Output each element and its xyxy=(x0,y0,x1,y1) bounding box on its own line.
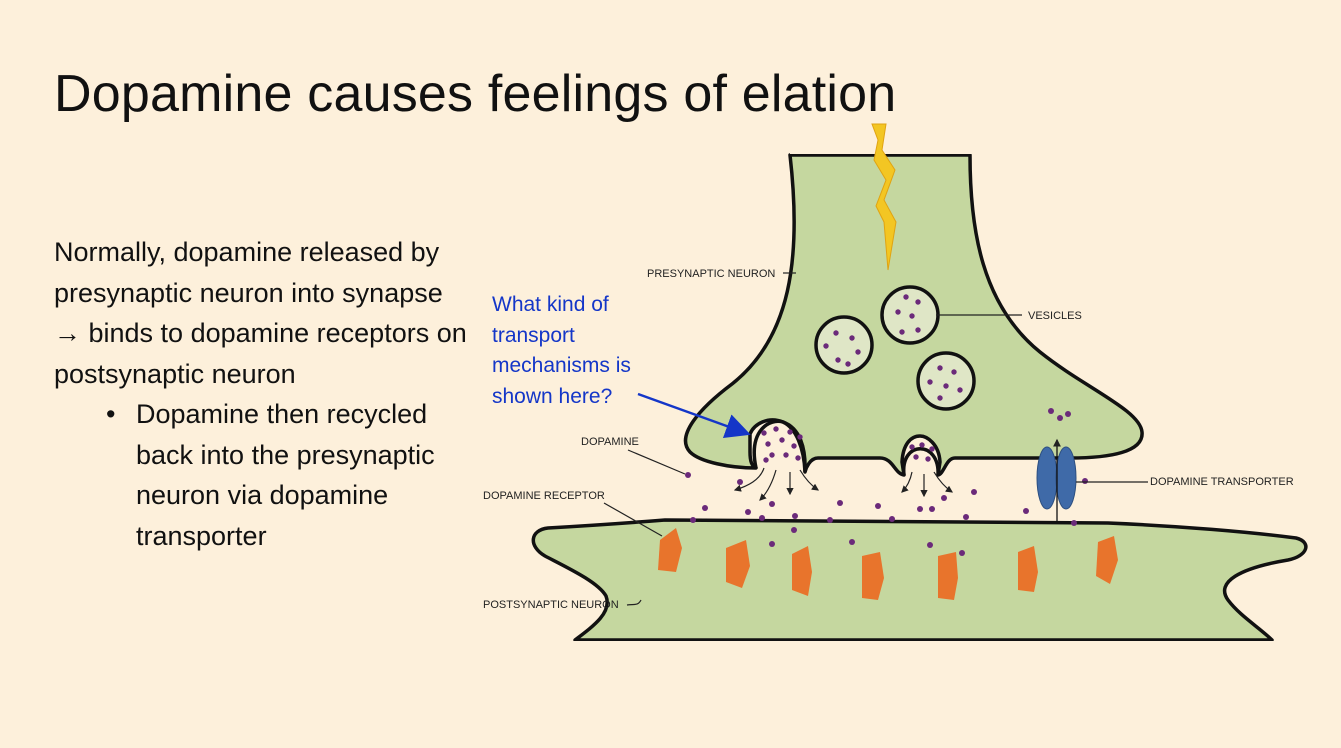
postsynaptic-neuron xyxy=(531,518,1308,642)
dopamine-transporter xyxy=(1036,446,1077,510)
dopamine-receptors xyxy=(658,528,1118,600)
lightning-icon xyxy=(871,123,897,271)
label-dopamine-transporter: DOPAMINE TRANSPORTER xyxy=(1150,476,1294,488)
body-text: Normally, dopamine released by presynapt… xyxy=(54,232,474,556)
question-text: What kind of transport mechanisms is sho… xyxy=(492,293,631,408)
main-paragraph: Normally, dopamine released by presynapt… xyxy=(54,237,467,389)
label-dopamine: DOPAMINE xyxy=(581,436,639,448)
label-dopamine-receptor: DOPAMINE RECEPTOR xyxy=(483,490,605,502)
dopamine-molecules xyxy=(685,408,1088,556)
label-presynaptic-neuron: PRESYNAPTIC NEURON xyxy=(647,268,775,280)
label-postsynaptic-neuron: POSTSYNAPTIC NEURON xyxy=(483,599,619,611)
question-arrow xyxy=(637,392,751,438)
label-vesicles: VESICLES xyxy=(1028,310,1082,322)
slide-title: Dopamine causes feelings of elation xyxy=(54,65,897,123)
bullet-item: Dopamine then recycled back into the pre… xyxy=(106,394,456,556)
